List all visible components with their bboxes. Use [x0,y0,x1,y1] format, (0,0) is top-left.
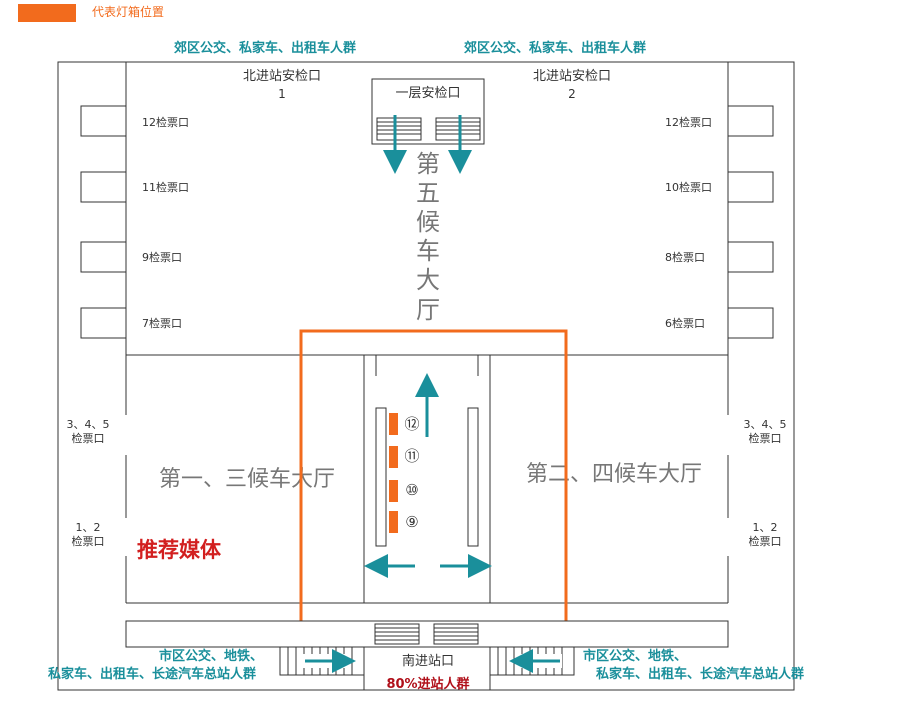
south-entrance-label: 南进站口 [402,653,454,669]
south-right-crowd-line2: 私家车、出租车、长途汽车总站人群 [596,666,804,682]
corridor-number-9: ⑨ [405,513,418,531]
lightbox-marker-10 [389,480,398,502]
north-checkpoint-1-number: 1 [278,87,286,101]
north-checkpoint-2-number: 2 [568,87,576,101]
north-checkpoint-1-name: 北进站安检口 [243,69,321,84]
south-right-crowd-line1: 市区公交、地铁、 [583,648,687,664]
south-left-crowd-line1: 市区公交、地铁、 [159,648,263,664]
left-gate-label-7: 7检票口 [142,316,182,330]
right-gate-label-8: 8检票口 [665,250,705,264]
right-gate-label-10: 10检票口 [665,180,712,194]
left-gate-box-9 [80,241,127,273]
first-floor-turnstiles-right [435,117,481,141]
corridor-bar-right [467,407,479,547]
right-gate-345-line2: 检票口 [749,431,782,445]
south-turnstiles-upper [374,623,479,645]
lightbox-marker-11 [389,446,398,468]
fifth-hall-char-6: 厅 [416,296,440,324]
left-gate-box-12 [80,105,127,137]
fifth-hall-char-2: 五 [416,179,440,207]
hall-first-third: 第一、三候车大厅 [159,467,335,492]
right-gate-12-line2: 检票口 [749,534,782,548]
north-checkpoint-2-name: 北进站安检口 [533,69,611,84]
right-gate-345-line1: 3、4、5 [744,418,787,431]
hall-second-fourth: 第二、四候车大厅 [526,462,702,487]
fifth-hall-char-3: 候 [416,208,440,236]
right-gate-box-8 [727,241,774,273]
lightbox-marker-12 [389,413,398,435]
right-gate-box-6 [727,307,774,339]
left-gate-box-7 [80,307,127,339]
left-gate-12-line1: 1、2 [76,521,101,534]
right-gate-box-10 [727,171,774,203]
south-entrance-bar [125,620,729,648]
recommended-media: 推荐媒体 [137,538,222,562]
left-gate-label-11: 11检票口 [142,180,189,194]
corridor-number-10: ⑩ [405,481,418,499]
right-gate-12-line1: 1、2 [753,521,778,534]
corridor-number-11: ⑪ [404,447,419,465]
south-left-crowd-line2: 私家车、出租车、长途汽车总站人群 [48,666,256,682]
left-gate-label-12: 12检票口 [142,115,189,129]
left-gate-12-line2: 检票口 [72,534,105,548]
building-outline [57,61,795,691]
right-gate-label-12: 12检票口 [665,115,712,129]
first-floor-turnstiles-left [376,117,422,141]
fifth-hall-char-4: 车 [416,237,440,265]
right-gate-box-12 [727,105,774,137]
corridor-bar-left [375,407,387,547]
corridor-number-12: ⑫ [404,415,419,433]
south-share-label: 80%进站人群 [386,676,469,692]
left-gate-label-9: 9检票口 [142,250,182,264]
legend-swatch [18,4,76,22]
fifth-hall-char-5: 大 [416,266,440,294]
left-gate-345-line1: 3、4、5 [67,418,110,431]
legend-label: 代表灯箱位置 [92,4,164,19]
north-right-crowd: 郊区公交、私家车、出租车人群 [464,40,646,56]
fifth-hall-char-1: 第 [416,150,440,178]
left-gate-box-11 [80,171,127,203]
right-gate-label-6: 6检票口 [665,316,705,330]
first-floor-checkpoint-label: 一层安检口 [395,86,460,101]
left-gate-345-line2: 检票口 [72,431,105,445]
lightbox-marker-9 [389,511,398,533]
north-left-crowd: 郊区公交、私家车、出租车人群 [174,40,356,56]
